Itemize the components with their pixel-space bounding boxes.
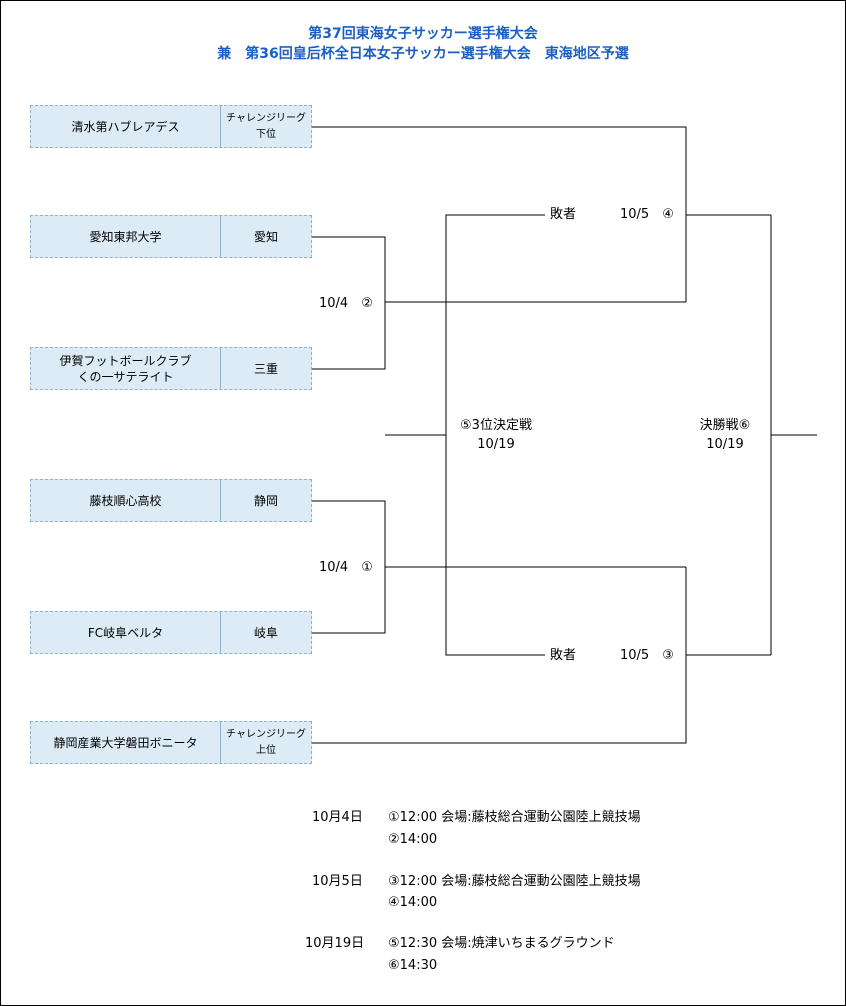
schedule-line: ①12:00 会場:藤枝総合運動公園陸上競技場 bbox=[388, 810, 641, 825]
schedule-date: 10月4日 bbox=[312, 810, 363, 825]
team-prefecture: チャレンジリーグ 上位 bbox=[226, 728, 306, 756]
schedule-line: ③12:00 会場:藤枝総合運動公園陸上競技場 bbox=[388, 874, 641, 889]
team-prefecture: チャレンジリーグ 下位 bbox=[226, 112, 306, 140]
team-box: 清水第ハブレアデス チャレンジリーグ 下位 bbox=[30, 105, 312, 148]
team-name: FC岐阜ベルタ bbox=[31, 612, 221, 653]
team-prefecture: 岐阜 bbox=[253, 625, 278, 640]
team-prefecture: 三重 bbox=[253, 361, 278, 376]
line-m2-team-a bbox=[312, 236, 386, 302]
schedule-line: ④14:00 bbox=[388, 895, 438, 910]
team-name: 清水第ハブレアデス bbox=[31, 106, 221, 147]
schedule-date: 10月19日 bbox=[305, 936, 365, 951]
line-third-loser-top bbox=[445, 214, 545, 435]
match-1-label: 10/4 ① bbox=[319, 560, 373, 575]
third-place-date: 10/19 bbox=[477, 437, 515, 452]
team-name: 静岡産業大学磐田ボニータ bbox=[31, 722, 221, 763]
match-2-label: 10/4 ② bbox=[319, 296, 373, 311]
team-box: 静岡産業大学磐田ボニータ チャレンジリーグ 上位 bbox=[30, 721, 312, 764]
tournament-title: 第37回東海女子サッカー選手権大会 bbox=[308, 26, 538, 42]
loser-label-bottom: 敗者 bbox=[550, 648, 577, 663]
team-name: 伊賀フットボールクラブ くの一サテライト bbox=[31, 348, 221, 389]
team-name: 藤枝順心高校 bbox=[31, 480, 221, 521]
team-box: FC岐阜ベルタ 岐阜 bbox=[30, 611, 312, 654]
final-date: 10/19 bbox=[706, 437, 744, 452]
match-4-label: 10/5 ④ bbox=[620, 207, 674, 222]
schedule-line: ⑤12:30 会場:焼津いちまるグラウンド bbox=[388, 936, 615, 951]
line-third-loser-bottom bbox=[445, 435, 545, 656]
loser-label-top: 敗者 bbox=[550, 207, 577, 222]
match-3-label: 10/5 ③ bbox=[620, 648, 674, 663]
schedule-line: ②14:00 bbox=[388, 832, 438, 847]
schedule-date: 10月5日 bbox=[312, 874, 363, 889]
team-prefecture: 愛知 bbox=[253, 229, 278, 244]
line-m3-bottom bbox=[312, 655, 687, 744]
team-name: 愛知東邦大学 bbox=[31, 216, 221, 257]
team-prefecture: 静岡 bbox=[253, 493, 278, 508]
tournament-subtitle: 兼 第36回皇后杯全日本女子サッカー選手権大会 東海地区予選 bbox=[217, 46, 629, 62]
final-label: 決勝戦⑥ bbox=[699, 418, 751, 433]
line-m1-team-a bbox=[312, 500, 386, 567]
team-box: 藤枝順心高校 静岡 bbox=[30, 479, 312, 522]
line-m2-team-b bbox=[312, 302, 386, 370]
team-box: 愛知東邦大学 愛知 bbox=[30, 215, 312, 258]
line-m4-top bbox=[312, 126, 687, 215]
team-box: 伊賀フットボールクラブ くの一サテライト 三重 bbox=[30, 347, 312, 390]
third-place-label: ⑤3位決定戦 bbox=[460, 418, 532, 433]
schedule-line: ⑥14:30 bbox=[388, 958, 438, 973]
line-m1-team-b bbox=[312, 567, 386, 634]
